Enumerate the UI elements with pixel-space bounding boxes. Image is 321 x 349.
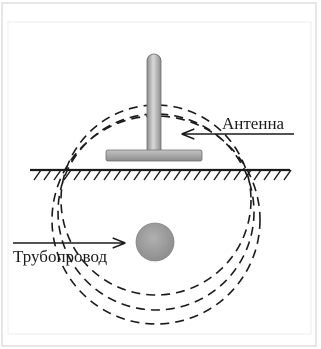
ground-hatch-stroke xyxy=(94,170,101,180)
pipeline-label: Трубопровод xyxy=(13,247,107,266)
ground-hatch-stroke xyxy=(234,170,241,180)
ground-hatch-stroke xyxy=(74,170,81,180)
antenna-base xyxy=(106,150,202,161)
ground-hatch-stroke xyxy=(164,170,171,180)
antenna-icon xyxy=(106,54,202,161)
ground-surface xyxy=(30,170,291,180)
ground-hatch-stroke xyxy=(174,170,181,180)
ground-hatch-stroke xyxy=(84,170,91,180)
ground-hatch-stroke xyxy=(224,170,231,180)
ground-hatch-stroke xyxy=(154,170,161,180)
ground-hatch-stroke xyxy=(104,170,111,180)
ground-hatch-stroke xyxy=(114,170,121,180)
ground-hatch-stroke xyxy=(44,170,51,180)
ground-hatch-stroke xyxy=(144,170,151,180)
ground-hatch-stroke xyxy=(284,170,291,180)
ground-hatch-stroke xyxy=(264,170,271,180)
image-frame xyxy=(2,3,316,346)
ground-hatch-stroke xyxy=(214,170,221,180)
antenna-mast xyxy=(147,54,161,156)
ground-hatch-stroke xyxy=(34,170,41,180)
ground-hatch-stroke xyxy=(124,170,131,180)
ground-hatch-icon xyxy=(34,170,291,180)
pipe-cross-section-icon xyxy=(136,223,174,261)
ground-hatch-stroke xyxy=(184,170,191,180)
ground-hatch-stroke xyxy=(204,170,211,180)
ground-hatch-stroke xyxy=(274,170,281,180)
ground-hatch-stroke xyxy=(194,170,201,180)
antenna-callout: Антенна xyxy=(183,114,294,134)
ground-hatch-stroke xyxy=(134,170,141,180)
pipeline-callout: Трубопровод xyxy=(13,243,124,266)
antenna-label: Антенна xyxy=(222,114,285,133)
ground-hatch-stroke xyxy=(254,170,261,180)
